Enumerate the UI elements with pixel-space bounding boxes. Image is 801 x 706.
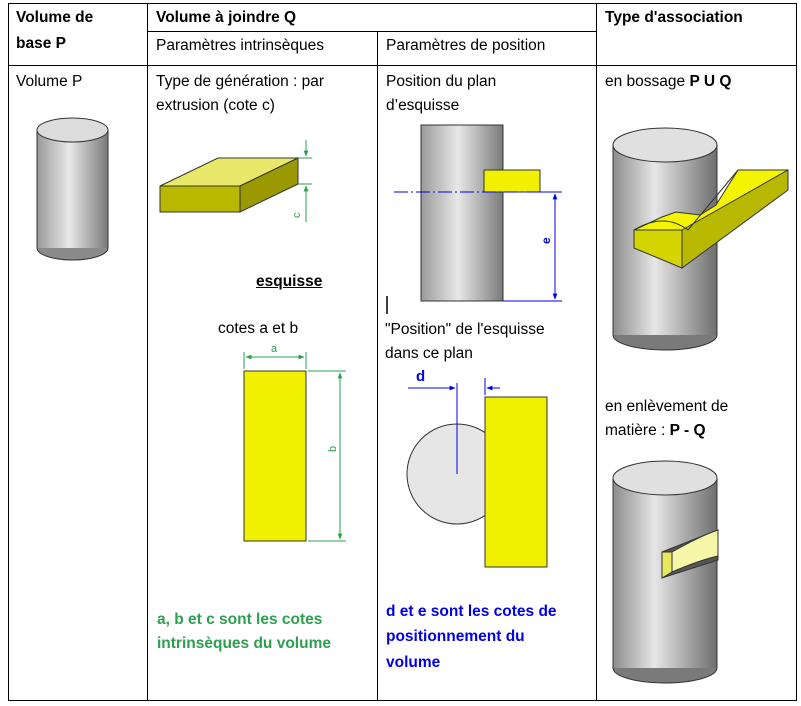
cylinder-p-drawing <box>36 117 109 261</box>
dim-b-label: b <box>327 446 339 452</box>
header-volume-base-line2: base P <box>16 35 66 52</box>
table-border-left <box>8 3 9 701</box>
table-col-divider-1 <box>147 3 148 701</box>
header-parametres-position: Paramètres de position <box>386 37 546 54</box>
bossage-prefix: en bossage <box>605 73 690 90</box>
table-border-bottom <box>8 700 796 701</box>
table-border-top <box>8 3 796 4</box>
plane-position-drawing: e <box>386 124 562 314</box>
dim-a-label: a <box>271 343 278 355</box>
position-esquisse-line1: "Position" de l'esquisse <box>385 321 545 338</box>
dim-d-label: d <box>416 368 425 385</box>
volume-p-label: Volume P <box>16 73 83 90</box>
table-col-divider-2 <box>377 31 378 701</box>
position-note-line1: d et e sont les cotes de <box>386 603 557 620</box>
bossage-text: en bossage P U Q <box>605 70 731 94</box>
cotes-label: cotes a et b <box>218 320 299 337</box>
dim-e-label: e <box>539 237 553 244</box>
intrinsic-note-line2: intrinsèques du volume <box>157 635 331 652</box>
dim-c-label: c <box>291 212 303 218</box>
table-col-divider-3 <box>596 3 597 701</box>
table-border-subheader <box>147 31 596 32</box>
intrinsic-note-line1: a, b et c sont les cotes <box>157 611 323 628</box>
header-type-association: Type d'association <box>605 9 743 26</box>
table-border-right <box>796 3 797 701</box>
bossage-operation: P U Q <box>689 73 732 90</box>
header-volume-base-line1: Volume de <box>16 9 94 26</box>
position-plan-line1: Position du plan <box>386 73 497 90</box>
enlevement-line2: matière : P - Q <box>605 419 706 443</box>
position-esquisse-line2: dans ce plan <box>385 345 473 362</box>
table-border-header-bottom <box>8 65 796 66</box>
sketch-rectangle-drawing: a b <box>243 343 346 542</box>
enlevement-line1: en enlèvement de <box>605 398 729 415</box>
esquisse-label: esquisse <box>256 273 323 290</box>
generation-text-line1: Type de génération : par <box>156 73 325 90</box>
difference-drawing <box>612 460 719 684</box>
union-drawing <box>612 127 789 351</box>
generation-text-line2: extrusion (cote c) <box>156 97 275 114</box>
sketch-in-plane-drawing: d <box>406 368 548 568</box>
enlevement-prefix: matière : <box>605 422 670 439</box>
extruded-block-drawing: c <box>159 140 312 222</box>
position-note-line2: positionnement du <box>386 628 525 645</box>
position-note-line3: volume <box>386 654 441 671</box>
position-plan-line2: d’esquisse <box>386 97 460 114</box>
header-volume-joindre: Volume à joindre Q <box>156 9 297 26</box>
header-parametres-intrinseques: Paramètres intrinsèques <box>156 37 324 54</box>
enlevement-operation: P - Q <box>669 422 706 439</box>
